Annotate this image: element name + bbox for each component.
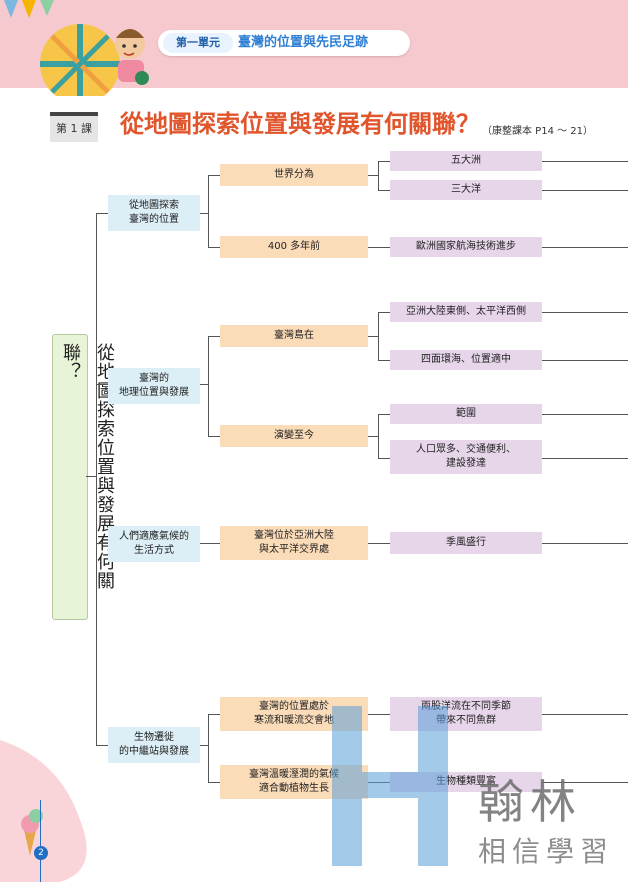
leaf-surrounded-by-sea: 四面環海、位置適中 <box>390 350 542 370</box>
branch-climate: 人們適應氣候的 生活方式 <box>108 526 200 562</box>
connector <box>208 336 220 337</box>
connector <box>200 745 208 746</box>
page-number: 2 <box>34 846 48 860</box>
answer-line <box>542 312 628 313</box>
leaf-monsoon: 季風盛行 <box>390 532 542 554</box>
connector <box>200 543 220 544</box>
connector <box>378 414 390 415</box>
connector <box>378 161 379 190</box>
node-400-years-ago: 400 多年前 <box>220 236 368 258</box>
header-wave <box>0 56 628 87</box>
connector <box>208 175 220 176</box>
connector <box>208 714 220 715</box>
connector <box>378 190 390 191</box>
node-taiwan-position: 臺灣位於亞洲大陸 與太平洋交界處 <box>220 526 368 560</box>
lesson-tag: 第 1 課 <box>50 112 98 142</box>
connector <box>378 161 390 162</box>
unit-label: 第一單元 <box>163 33 233 53</box>
leaf-scope: 範圍 <box>390 404 542 424</box>
margin-line <box>40 800 41 882</box>
textbook-reference: （康整課本 P14 ～ 21） <box>482 126 594 137</box>
page-title: 從地圖探索位置與發展有何關聯？ <box>120 110 480 138</box>
leaf-population-transport: 人口眾多、交通便利、 建設發達 <box>390 440 542 474</box>
answer-line <box>542 161 628 162</box>
connector <box>368 436 378 437</box>
connector <box>378 360 390 361</box>
unit-title: 臺灣的位置與先民足跡 <box>238 35 369 50</box>
branch-location: 從地圖探索 臺灣的位置 <box>108 195 200 231</box>
connector <box>200 384 208 385</box>
connector <box>378 312 379 360</box>
connector <box>368 175 378 176</box>
child-with-umbrella-illustration <box>40 24 149 96</box>
connector <box>96 213 97 745</box>
connector <box>96 384 108 385</box>
connector <box>208 782 220 783</box>
answer-line <box>542 360 628 361</box>
connector <box>86 476 96 477</box>
node-evolution: 演變至今 <box>220 425 368 447</box>
bunting-flags-icon <box>4 0 54 18</box>
leaf-asia-pacific: 亞洲大陸東側、太平洋西側 <box>390 302 542 322</box>
connector <box>96 213 108 214</box>
leaf-european-navigation: 歐洲國家航海技術進步 <box>390 237 542 257</box>
connector <box>96 745 108 746</box>
connector <box>96 543 108 544</box>
connector <box>368 247 390 248</box>
answer-line <box>542 247 628 248</box>
watermark-brand: 翰林 <box>478 775 582 829</box>
answer-line <box>542 782 628 783</box>
connector <box>378 312 390 313</box>
connector <box>208 436 220 437</box>
bottom-left-decoration <box>0 740 87 882</box>
connector <box>208 175 209 247</box>
connector <box>378 458 390 459</box>
connector <box>378 414 379 458</box>
answer-line <box>542 190 628 191</box>
leaf-five-continents: 五大洲 <box>390 151 542 171</box>
node-taiwan-island: 臺灣島在 <box>220 325 368 347</box>
connector <box>200 213 208 214</box>
branch-migration: 生物遷徙 的中繼站與發展 <box>108 727 200 763</box>
leaf-three-oceans: 三大洋 <box>390 180 542 200</box>
connector <box>208 336 209 436</box>
connector <box>368 336 378 337</box>
branch-geography: 臺灣的 地理位置與發展 <box>108 368 200 404</box>
watermark-slogan: 相信學習 <box>478 835 615 868</box>
tree-root: 從地圖探索位置與發展有何關聯？ <box>52 334 115 620</box>
watermark-logo-bar-right <box>418 706 448 866</box>
leaf-fish-seasons: 兩股洋流在不同季節 帶來不同魚群 <box>390 697 542 731</box>
answer-line <box>542 543 628 544</box>
answer-line <box>542 414 628 415</box>
node-world-division: 世界分為 <box>220 164 368 186</box>
connector <box>208 247 220 248</box>
watermark-logo-bar-left <box>332 706 362 866</box>
answer-line <box>542 714 628 715</box>
answer-line <box>542 458 628 459</box>
connector <box>368 543 390 544</box>
watermark-logo-bridge <box>362 772 418 798</box>
lesson-tag-label: 第 1 課 <box>56 122 92 135</box>
connector <box>368 714 390 715</box>
connector <box>208 714 209 782</box>
